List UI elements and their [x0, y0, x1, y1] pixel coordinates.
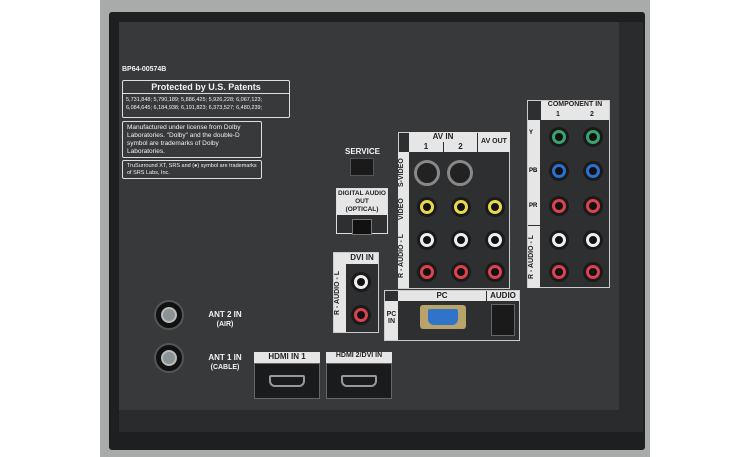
- pb-label: PB: [529, 168, 538, 174]
- hdmi2-port[interactable]: [326, 363, 392, 399]
- srs-notice: TruSurround XT, SRS and (●) symbol are t…: [122, 160, 262, 179]
- audio-l-1-jack[interactable]: [420, 233, 434, 247]
- vga-connector: [428, 309, 458, 325]
- bottom-edge: [119, 410, 619, 432]
- pc-audio-label: AUDIO: [487, 291, 519, 301]
- s-video-2-port[interactable]: [447, 160, 473, 186]
- y-1-jack[interactable]: [552, 130, 566, 144]
- comp-2-label: 2: [575, 111, 609, 120]
- pb-2-jack[interactable]: [586, 164, 600, 178]
- patents-numbers: 5,731,848; 5,790,189; 5,886,425; 5,926,2…: [126, 97, 263, 111]
- av-in-2-label: 2: [444, 142, 477, 152]
- hdmi2-label: HDMI 2/DVI IN: [326, 352, 392, 363]
- comp-audio-l-2-jack[interactable]: [586, 233, 600, 247]
- ant1-sublabel: (CABLE): [210, 364, 240, 371]
- vga-port[interactable]: [420, 305, 466, 329]
- service-label: SERVICE: [345, 147, 380, 156]
- hdmi1-label: HDMI IN 1: [254, 352, 320, 363]
- side-strip: [619, 22, 643, 432]
- av-in-1-label: 1: [409, 142, 443, 152]
- component-side: [528, 120, 540, 225]
- ant2-sublabel: (AIR): [216, 321, 234, 328]
- pb-1-jack[interactable]: [552, 164, 566, 178]
- ant1-label: ANT 1 IN: [208, 353, 242, 362]
- hdmi1-port[interactable]: [254, 363, 320, 399]
- s-video-label: S-VIDEO: [398, 152, 409, 194]
- y-label: Y: [529, 130, 534, 136]
- pr-1-jack[interactable]: [552, 199, 566, 213]
- av-out-label: AV OUT: [478, 132, 510, 152]
- part-number: BP64-00574B: [122, 66, 167, 73]
- comp-1-label: 1: [541, 111, 575, 120]
- pc-in-label: PC IN: [385, 301, 398, 340]
- video-label: VIDEO: [398, 194, 409, 224]
- pc-label: PC: [398, 291, 486, 301]
- dolby-notice: Manufactured under license from Dolby La…: [122, 121, 262, 158]
- patents-box: Protected by U.S. Patents 5,731,848; 5,7…: [122, 80, 290, 118]
- ant2-port[interactable]: [154, 300, 184, 330]
- comp-audio-r-1-jack[interactable]: [552, 265, 566, 279]
- pc-audio-jack[interactable]: [491, 304, 515, 336]
- video-1-jack[interactable]: [420, 200, 434, 214]
- service-port[interactable]: [350, 158, 374, 176]
- optical-label: DIGITAL AUDIO OUT (OPTICAL): [337, 189, 387, 215]
- video-out-jack[interactable]: [488, 200, 502, 214]
- av-in-label: AV IN: [409, 132, 477, 142]
- dvi-audio-label: R - AUDIO - L: [334, 253, 346, 332]
- video-2-jack[interactable]: [454, 200, 468, 214]
- dvi-audio-l-jack[interactable]: [354, 275, 368, 289]
- audio-l-out-jack[interactable]: [488, 233, 502, 247]
- comp-audio-r-2-jack[interactable]: [586, 265, 600, 279]
- audio-l-2-jack[interactable]: [454, 233, 468, 247]
- comp-audio-label: R - AUDIO - L: [528, 226, 540, 288]
- audio-r-1-jack[interactable]: [420, 265, 434, 279]
- audio-r-2-jack[interactable]: [454, 265, 468, 279]
- component-label: COMPONENT IN: [541, 101, 609, 111]
- pr-2-jack[interactable]: [586, 199, 600, 213]
- y-2-jack[interactable]: [586, 130, 600, 144]
- dvi-audio-r-jack[interactable]: [354, 308, 368, 322]
- optical-port[interactable]: [352, 219, 372, 235]
- audio-label: R - AUDIO - L: [398, 224, 409, 288]
- ant1-port[interactable]: [154, 343, 184, 373]
- patents-title: Protected by U.S. Patents: [123, 81, 289, 94]
- s-video-1-port[interactable]: [414, 160, 440, 186]
- ant2-label: ANT 2 IN: [208, 310, 242, 319]
- audio-r-out-jack[interactable]: [488, 265, 502, 279]
- comp-audio-l-1-jack[interactable]: [552, 233, 566, 247]
- pr-label: PR: [529, 203, 538, 209]
- optical-box: DIGITAL AUDIO OUT (OPTICAL): [336, 188, 388, 235]
- dvi-in-label: DVI IN: [346, 253, 378, 264]
